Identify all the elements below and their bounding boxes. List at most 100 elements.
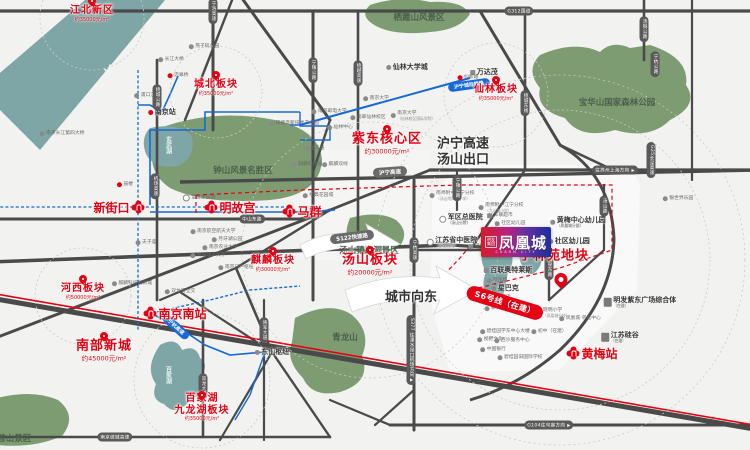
school-icon: [478, 205, 484, 211]
poi-label: 东山枢纽: [261, 347, 290, 356]
road-chip: 南京绕城高速: [97, 432, 133, 442]
poi-label: 燕子矶公园: [195, 44, 220, 50]
metro-station-label: 马群: [297, 204, 322, 219]
road-chip: 绕越高速: [353, 60, 363, 86]
poi-label: 铁路高新技术产业园: [275, 121, 319, 127]
school-icon: [386, 64, 392, 70]
poi-label: 碧桂园旧国际学校: [504, 355, 543, 361]
poi-label: 仙林中心: [333, 125, 353, 131]
poi-label: 黄梅中心幼儿园（凤凰城分部）: [556, 215, 606, 228]
project-location-pin[interactable]: [551, 270, 571, 289]
road-chip: 往苏州上海方向: [592, 165, 638, 175]
road-chip: 绕城公路: [152, 84, 162, 110]
poi-label: 南京长江第四大桥: [46, 131, 85, 137]
school-icon: [497, 355, 503, 361]
mall-icon: [468, 244, 474, 250]
pin-icon: [457, 75, 463, 81]
road-chip: 双龙大道: [198, 373, 208, 399]
poi-label: 视野文化: [483, 337, 503, 343]
project-logo[interactable]: 明发集团 凤凰城 CHARM CITY: [481, 227, 551, 257]
dot-icon: [269, 121, 275, 127]
poi-school-icon-label: 南京理工大学: [190, 253, 226, 259]
poi-label: 军区总医院: [191, 195, 216, 201]
dot-icon: [480, 347, 486, 353]
poi-school-icon-label: 南师附中江宁分校（九山路小学）: [478, 203, 523, 213]
dot-icon: [291, 162, 297, 168]
poi-label: 南京站: [154, 107, 176, 116]
hosp-icon: [439, 215, 447, 223]
poi-label: 月牙湖公园: [218, 237, 243, 243]
red-dashed-boundary: [195, 184, 613, 301]
poi-park-icon-label: 燕子矶公园: [188, 44, 220, 50]
metro-station-新街口[interactable]: 新街口: [93, 200, 145, 215]
dot-icon: [39, 131, 45, 137]
poi-label: 仙林大学城: [392, 62, 428, 71]
road-chip: 中山东路: [239, 214, 265, 224]
hosp-icon: [182, 194, 190, 202]
plate-pin: [364, 244, 376, 256]
poi-school-icon-label: 南京大学（仙林校区国际学院）: [390, 111, 436, 121]
poi-label: 明发紫东广场综合体（在建）: [613, 295, 677, 308]
metro-station-马群[interactable]: 马群: [282, 204, 322, 219]
poi-dot-icon-label: 长江大桥: [158, 57, 184, 63]
metro-icon: [143, 306, 157, 320]
poi-node-icon-label: 南京门户枢纽: [218, 265, 254, 271]
dot-icon: [327, 125, 333, 131]
dot-icon: [322, 162, 328, 168]
poi-school-icon-label: 南京航空航天大学: [190, 229, 236, 235]
dot-icon: [302, 193, 308, 199]
poi-rail-icon-label: 南京站: [148, 108, 176, 116]
road-chip: 宁镇公路: [308, 57, 318, 83]
poi-label: 南京大学（仙林校区国际学院）: [397, 111, 436, 121]
poi-label: 万达茂: [476, 67, 498, 76]
poi-mall-icon-label: 华联超市: [487, 213, 513, 219]
poi-label: 星巴克: [497, 283, 519, 292]
poi-label: 欢乐城: [493, 278, 508, 284]
park-icon: [662, 196, 668, 202]
poi-pin-icon-label: 鼓楼: [116, 182, 134, 188]
yangtze-river: [0, 0, 165, 150]
poi-dot-icon-label: 西沙服务中心: [494, 338, 530, 344]
node-icon: [254, 349, 260, 355]
poi-label: 麒麟科创园: [298, 162, 323, 168]
cafe-icon: [491, 285, 497, 291]
park-icon: [134, 93, 140, 99]
metro-station-南京南站[interactable]: 南京南站: [143, 306, 207, 321]
logo-badge: 明发集团: [484, 235, 497, 249]
plate-pin: [210, 69, 222, 81]
school-icon: [311, 109, 317, 115]
poi-label: 金马路: [310, 146, 325, 152]
school-icon: [190, 253, 196, 259]
poi-label: 碧桂园学东中心大楼: [486, 329, 530, 335]
poi-dot-icon-label: 金马路: [303, 146, 325, 152]
poi-label: 长江大桥: [164, 57, 184, 63]
poi-label: 晓明小学（凤凰城分校）: [542, 308, 570, 318]
road-chip: S377 往溧水禄口机场方向: [406, 314, 416, 386]
dot-icon: [211, 237, 217, 243]
plate-pin: [381, 123, 393, 135]
road-chip: 宁洛高速: [208, 0, 218, 24]
road-chip: 将军大道: [259, 317, 269, 343]
road-chip: 汤山路: [599, 195, 609, 217]
metro-station-label: 新街口: [93, 200, 130, 215]
poi-scenic-icon-label: 夫子庙: [135, 240, 156, 246]
poi-school-icon-label: 南京邮电大学: [311, 109, 347, 115]
poi-label: 南京航空航天大学: [197, 229, 236, 235]
metro-station-label: 明故宫: [219, 200, 256, 215]
park-icon: [188, 44, 194, 50]
poi-dot-icon-label: 初中（在建）: [531, 329, 567, 335]
school-icon: [190, 229, 196, 235]
metro-station-明故宫[interactable]: 明故宫: [204, 200, 256, 215]
metro-station-黄梅站[interactable]: 黄梅站: [566, 346, 618, 361]
poi-label: 南邮仙林校区: [356, 115, 386, 121]
tower-icon: [601, 332, 610, 342]
poi-dot-icon-label: 仙林中心: [327, 125, 353, 131]
poi-pin-icon-label: 仙新路: [457, 75, 478, 81]
poi-tower-icon-label: 江苏硅谷（在建）: [601, 331, 639, 343]
poi-dot-icon-label: 凤凰城·邻里中心: [559, 316, 601, 322]
plate-pin: [196, 389, 208, 401]
road-chip: G312国道: [504, 6, 534, 16]
poi-label: 鼓楼: [123, 182, 134, 188]
poi-hosp-icon-label: 军区总医院: [182, 194, 216, 202]
